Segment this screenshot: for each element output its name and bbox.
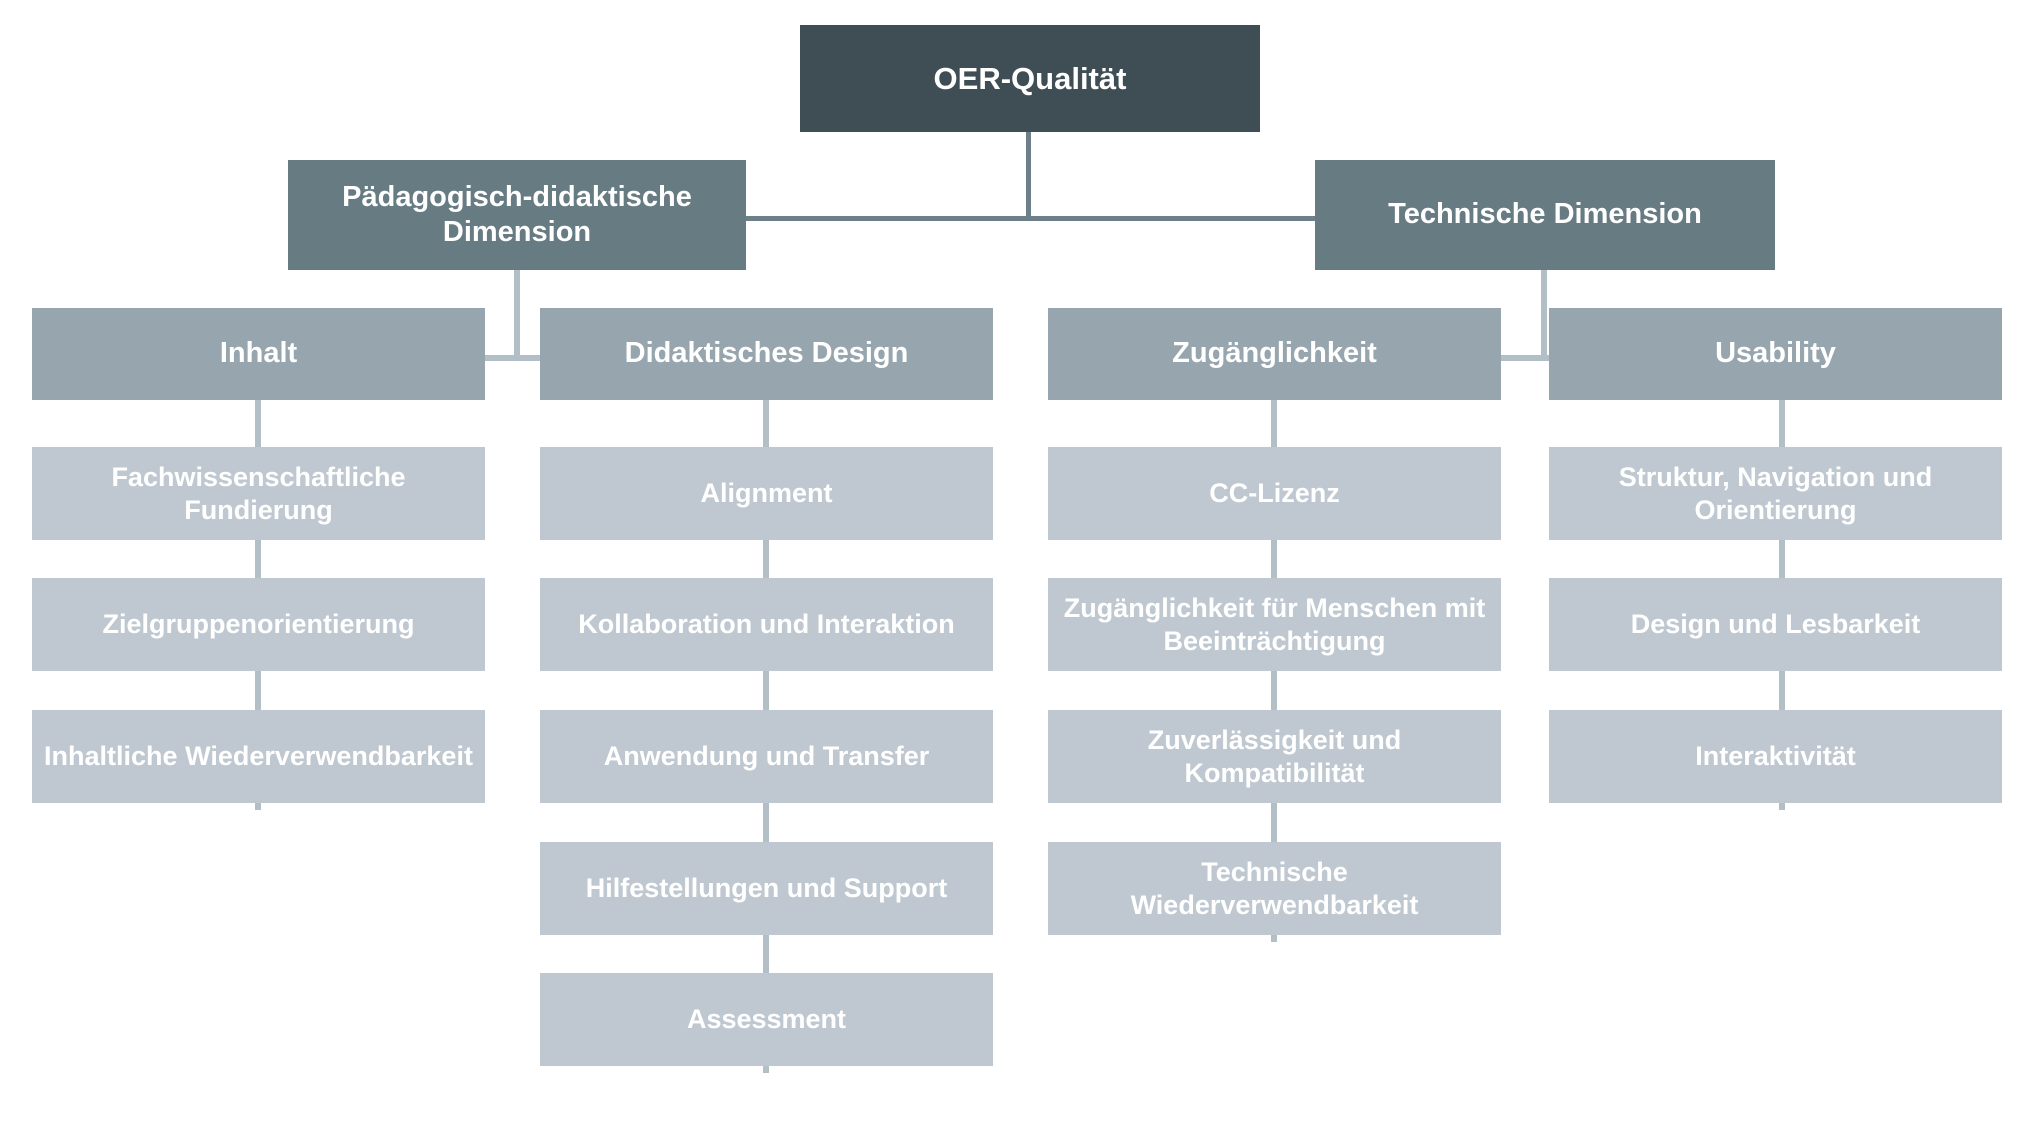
node-label: Zielgruppenorientierung: [102, 609, 415, 640]
node-dimension-paedagogisch-didaktische[interactable]: Pädagogisch-didaktische Dimension: [288, 160, 746, 270]
node-category-inhalt[interactable]: Inhalt: [32, 308, 485, 400]
node-leaf-zuverlaessigkeit-und-kompatibilitaet[interactable]: Zuverlässigkeit und Kompatibilität: [1048, 710, 1501, 803]
node-leaf-inhaltliche-wiederverwendbarkeit[interactable]: Inhaltliche Wiederverwendbarkeit: [32, 710, 485, 803]
node-label: OER-Qualität: [933, 60, 1127, 96]
node-category-zugaenglichkeit[interactable]: Zugänglichkeit: [1048, 308, 1501, 400]
connector-dimension-spine: [745, 216, 1315, 221]
node-label: Anwendung und Transfer: [603, 741, 930, 772]
node-label: Zugänglichkeit: [1172, 337, 1377, 370]
node-label: Alignment: [700, 478, 833, 509]
node-dimension-technische[interactable]: Technische Dimension: [1315, 160, 1775, 270]
node-leaf-design-und-lesbarkeit[interactable]: Design und Lesbarkeit: [1549, 578, 2002, 671]
connector-right-category-spine: [1274, 355, 1786, 361]
node-category-usability[interactable]: Usability: [1549, 308, 2002, 400]
connector-left-category-spine: [258, 355, 770, 361]
node-leaf-fachwissenschaftliche-fundierung[interactable]: Fachwissenschaftliche Fundierung: [32, 447, 485, 540]
node-label: Assessment: [686, 1004, 847, 1035]
node-leaf-zugaenglichkeit-fuer-menschen-mit-beeintraechtigung[interactable]: Zugänglichkeit für Menschen mit Beeinträ…: [1048, 578, 1501, 671]
node-leaf-cc-lizenz[interactable]: CC-Lizenz: [1048, 447, 1501, 540]
node-leaf-assessment[interactable]: Assessment: [540, 973, 993, 1066]
node-label: Inhaltliche Wiederverwendbarkeit: [44, 741, 473, 772]
node-category-didaktisches-design[interactable]: Didaktisches Design: [540, 308, 993, 400]
node-label: Hilfestellungen und Support: [585, 873, 948, 904]
connector-col3-chain: [1271, 400, 1277, 942]
node-label: Pädagogisch-didaktische Dimension: [342, 180, 692, 248]
node-leaf-alignment[interactable]: Alignment: [540, 447, 993, 540]
node-label: Fachwissenschaftliche Fundierung: [111, 461, 406, 525]
node-leaf-kollaboration-und-interaktion[interactable]: Kollaboration und Interaktion: [540, 578, 993, 671]
connector-root-stem: [1026, 132, 1031, 218]
node-root-oer-qualitaet[interactable]: OER-Qualität: [800, 25, 1260, 132]
node-label: Struktur, Navigation und Orientierung: [1618, 461, 1933, 525]
node-label: Technische Wiederverwendbarkeit: [1130, 856, 1419, 920]
node-label: Design und Lesbarkeit: [1630, 609, 1921, 640]
node-label: CC-Lizenz: [1209, 478, 1340, 509]
node-label: Kollaboration und Interaktion: [578, 609, 955, 640]
node-label: Technische Dimension: [1388, 198, 1702, 231]
node-leaf-technische-wiederverwendbarkeit[interactable]: Technische Wiederverwendbarkeit: [1048, 842, 1501, 935]
node-leaf-zielgruppenorientierung[interactable]: Zielgruppenorientierung: [32, 578, 485, 671]
node-label: Didaktisches Design: [624, 337, 909, 370]
connector-left-dimension-stem: [514, 270, 520, 360]
node-label: Interaktivität: [1695, 741, 1856, 772]
node-leaf-anwendung-und-transfer[interactable]: Anwendung und Transfer: [540, 710, 993, 803]
node-label: Inhalt: [219, 337, 298, 370]
connector-right-dimension-stem: [1541, 270, 1547, 360]
node-leaf-interaktivitaet[interactable]: Interaktivität: [1549, 710, 2002, 803]
node-leaf-struktur-navigation-und-orientierung[interactable]: Struktur, Navigation und Orientierung: [1549, 447, 2002, 540]
node-leaf-hilfestellungen-und-support[interactable]: Hilfestellungen und Support: [540, 842, 993, 935]
node-label: Usability: [1715, 337, 1836, 370]
node-label: Zugänglichkeit für Menschen mit Beeinträ…: [1063, 592, 1486, 656]
node-label: Zuverlässigkeit und Kompatibilität: [1147, 724, 1402, 788]
